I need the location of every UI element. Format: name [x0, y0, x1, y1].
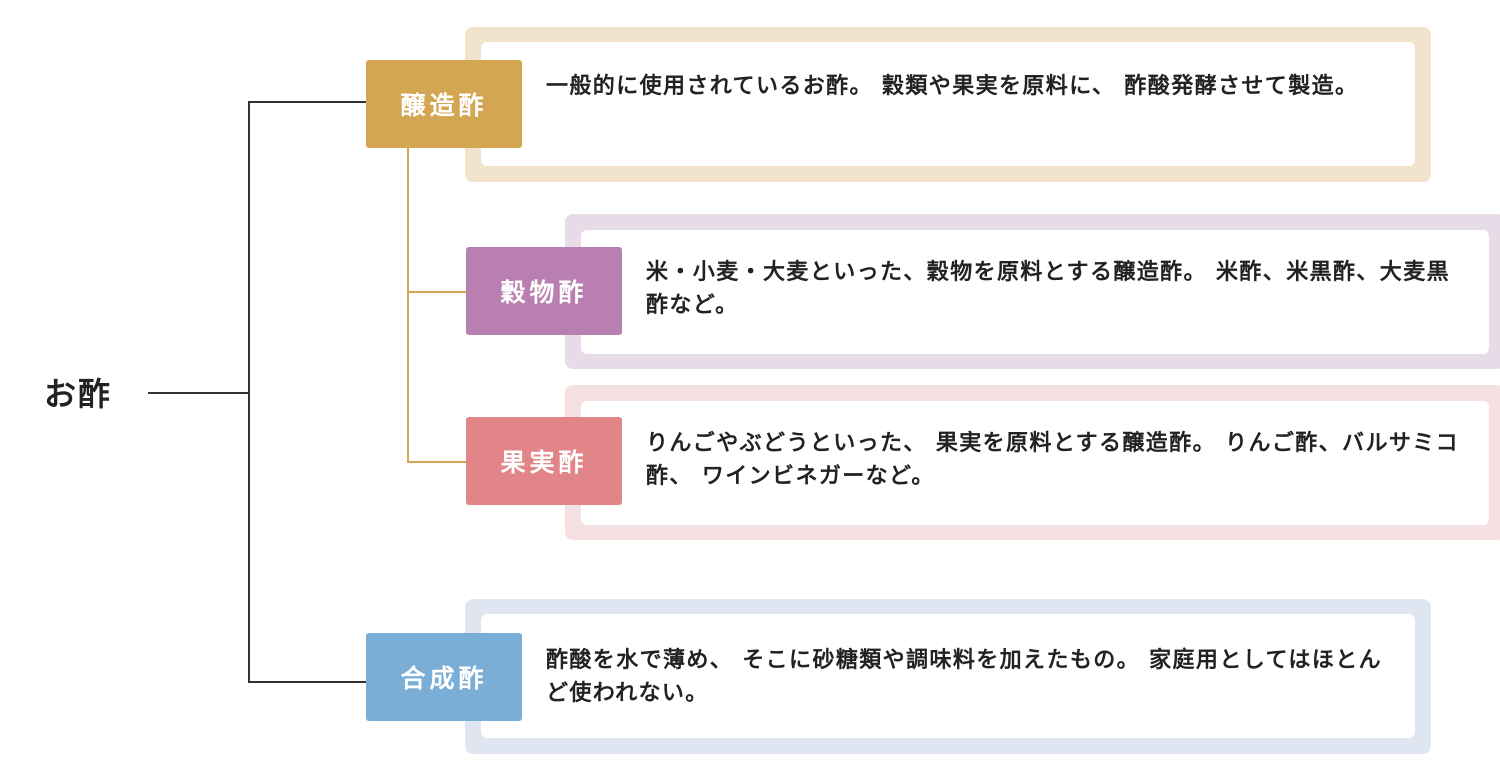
root-connector [148, 392, 250, 394]
sub-trunk [407, 148, 409, 463]
kajitsu-card [581, 401, 1489, 525]
kajitsu-description: りんごやぶどうといった、 果実を原料とする醸造酢。 りんご酢、バルサミコ酢、 ワ… [646, 431, 1460, 489]
branch-kajitsu [407, 461, 466, 463]
root-label: お酢 [44, 375, 113, 413]
branch-jozo [248, 101, 366, 103]
kokumotsu-card [581, 230, 1489, 354]
gosei-tag: 合成酢 [366, 633, 522, 721]
branch-gosei [248, 681, 366, 683]
kokumotsu-description: 米・小麦・大麦といった、穀物を原料とする醸造酢。 米酢、米黒酢、大麦黒酢など。 [646, 260, 1451, 318]
gosei-description: 酢酸を水で薄め、 そこに砂糖類や調味料を加えたもの。 家庭用としてはほとんど使わ… [546, 648, 1383, 706]
branch-kokumotsu [407, 291, 466, 293]
jozo-card [481, 42, 1415, 166]
kokumotsu-tag: 穀物酢 [466, 247, 622, 335]
jozo-description: 一般的に使用されているお酢。 穀類や果実を原料に、 酢酸発酵させて製造。 [546, 74, 1359, 99]
kajitsu-tag: 果実酢 [466, 417, 622, 505]
gosei-card [481, 614, 1415, 738]
jozo-tag: 醸造酢 [366, 60, 522, 148]
main-trunk [248, 101, 250, 683]
